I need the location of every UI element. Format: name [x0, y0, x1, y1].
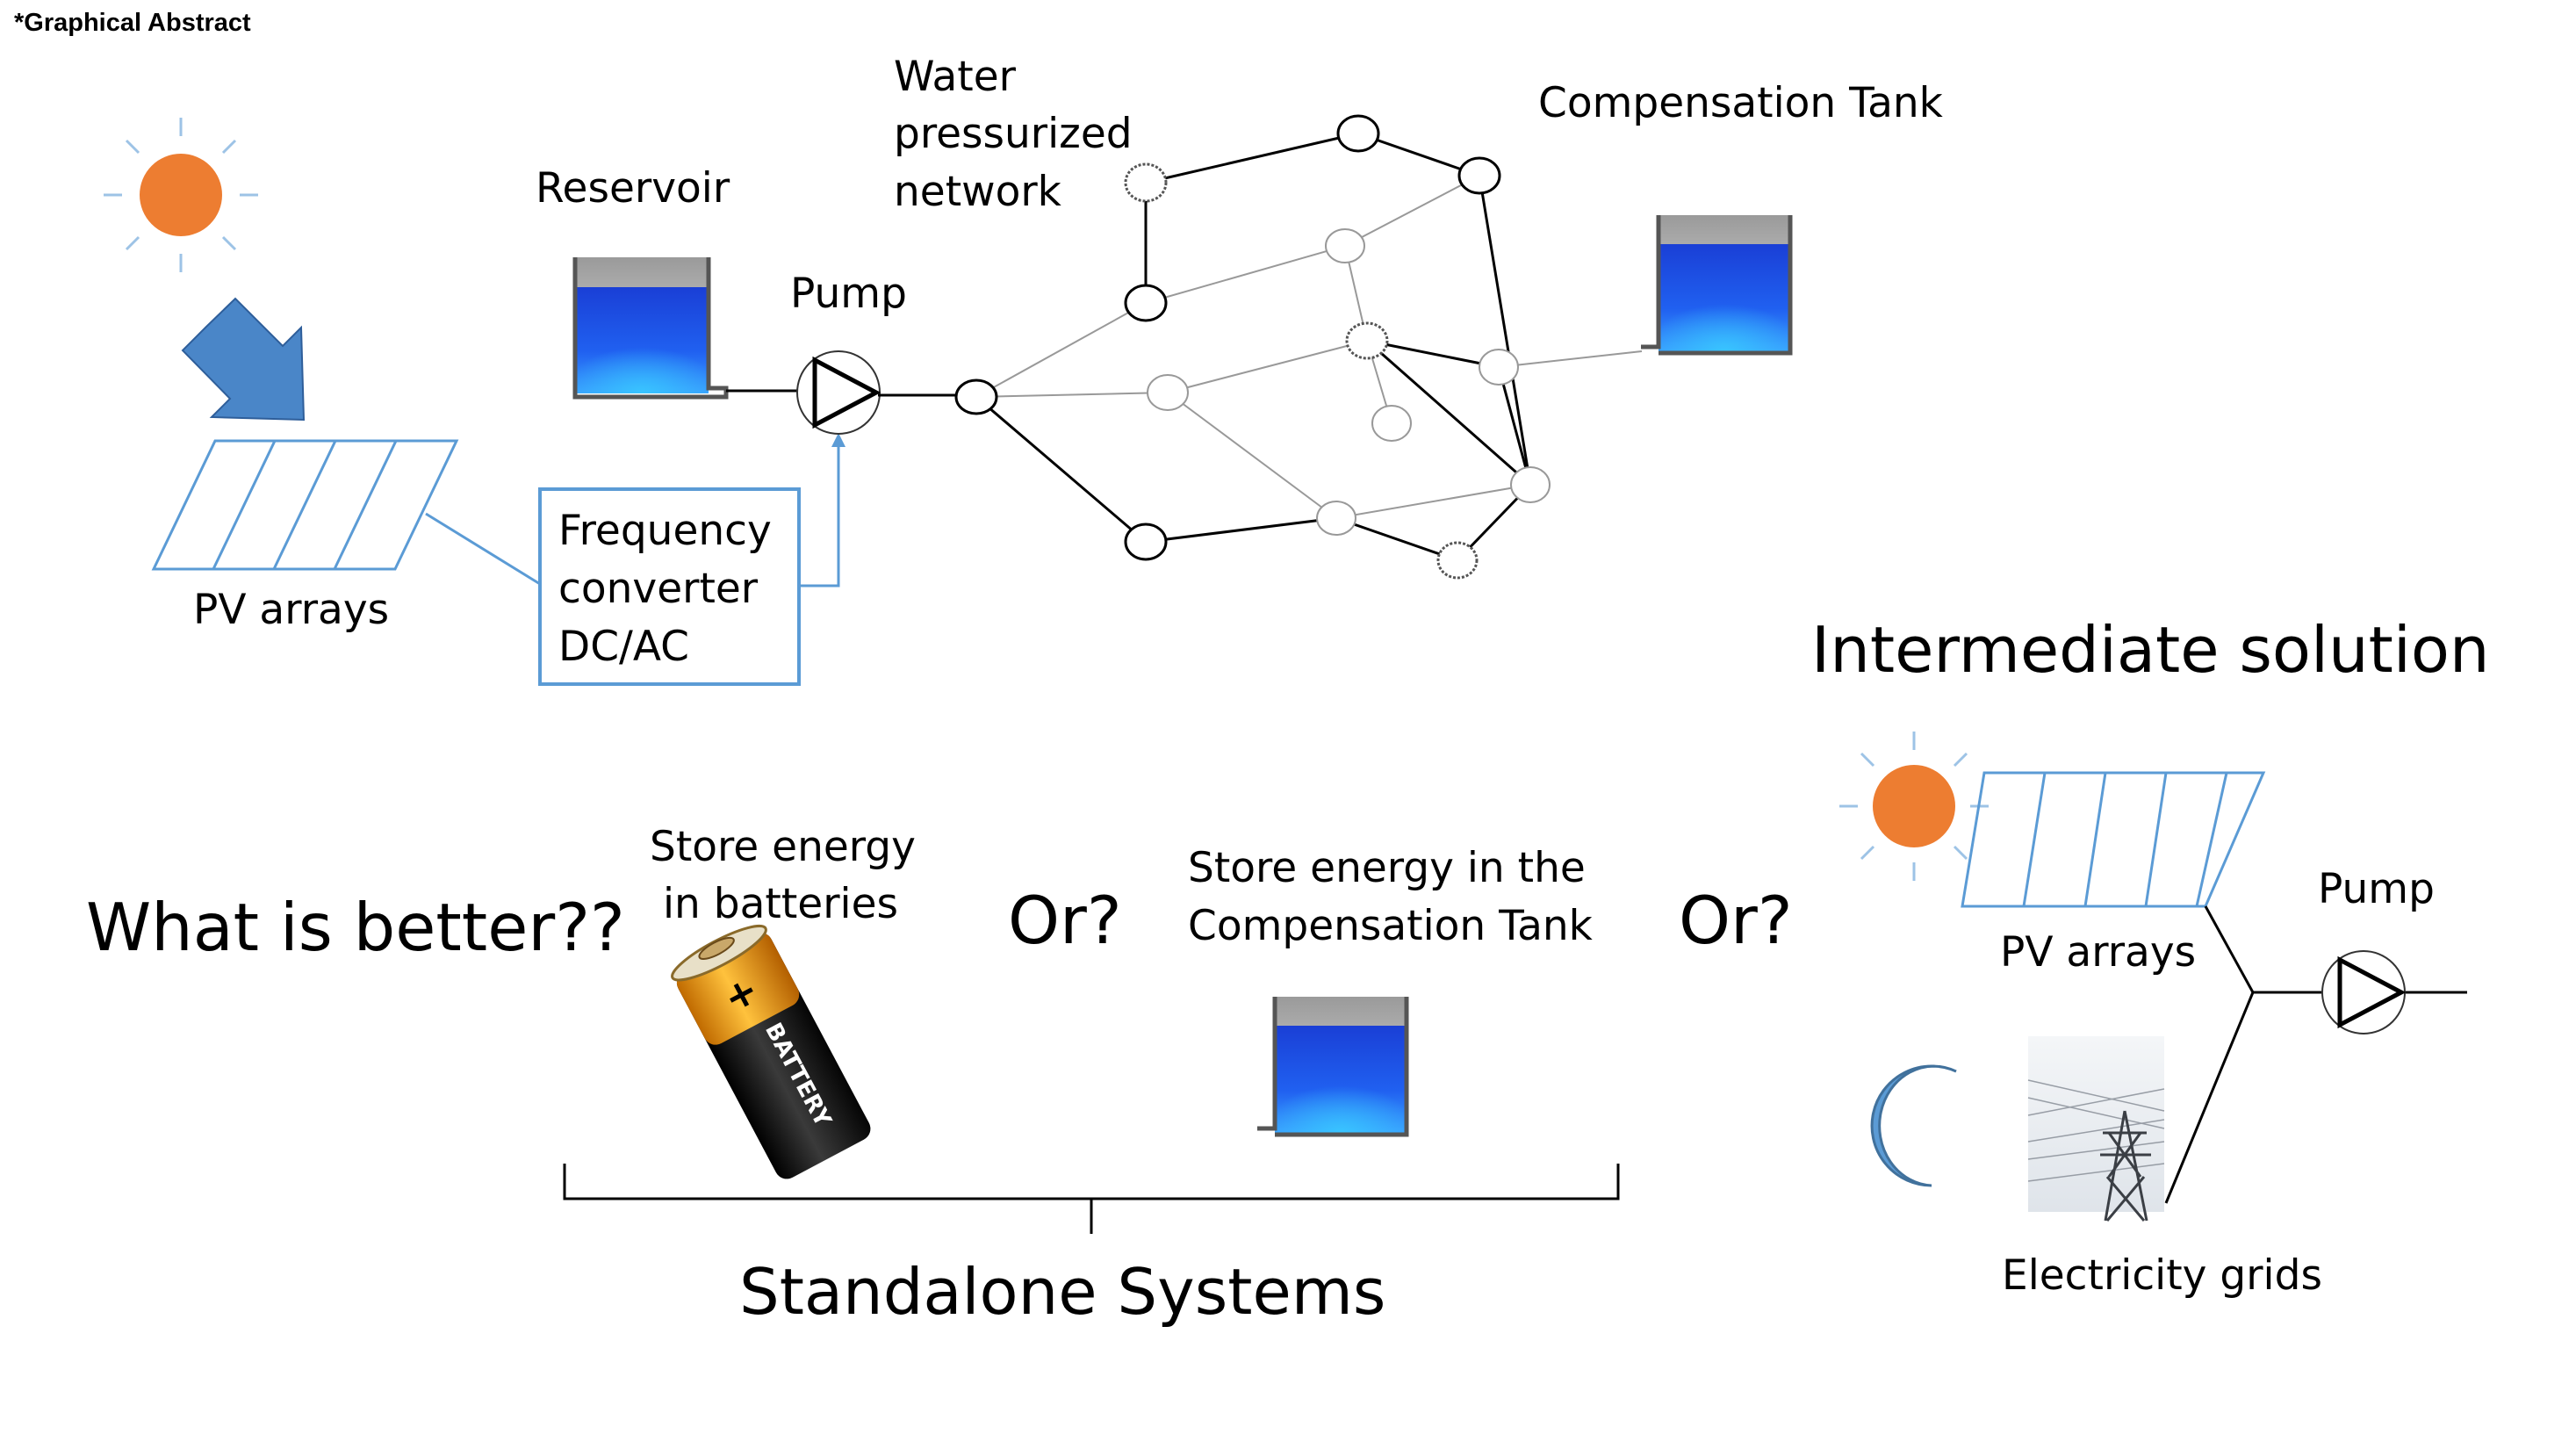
converter-line-2: converter	[558, 565, 759, 613]
electricity-grids-label: Electricity grids	[2002, 1251, 2322, 1300]
network-label-2: pressurized	[894, 110, 1133, 158]
battery-icon: + BATTERY	[671, 924, 871, 1179]
pv-array-icon	[1961, 771, 2266, 908]
converter-line-1: Frequency	[558, 507, 772, 555]
pump-icon	[796, 350, 881, 435]
compensation-tank-icon	[1257, 997, 1409, 1137]
converter-pump-arrowhead	[831, 433, 845, 447]
arrow-icon	[181, 297, 306, 422]
moon-icon	[1870, 1064, 1957, 1187]
store-batteries-line-1: Store energy	[650, 823, 916, 871]
frequency-converter-box	[538, 487, 801, 686]
pump-icon	[2321, 950, 2407, 1034]
store-batteries-line-2: in batteries	[663, 880, 898, 928]
pv-arrays-label: PV arrays	[193, 586, 389, 634]
pv-array-icon	[151, 439, 459, 571]
question-text: What is better??	[86, 889, 625, 966]
store-tank-line-1: Store energy in the	[1188, 844, 1586, 892]
standalone-brace	[563, 1164, 1620, 1234]
compensation-tank-icon	[1641, 215, 1793, 356]
reservoir-tank-icon	[572, 257, 729, 400]
pv-converter-link	[425, 512, 541, 586]
pump-right-label: Pump	[2318, 865, 2435, 913]
right-connectors	[2164, 905, 2467, 1204]
sun-icon	[1839, 732, 1989, 881]
network-icon	[954, 114, 1643, 580]
pv-arrays-right-label: PV arrays	[2000, 928, 2196, 977]
reservoir-label: Reservoir	[536, 164, 730, 213]
network-label-3: network	[894, 168, 1062, 216]
or-2: Or?	[1679, 882, 1793, 959]
compensation-tank-label: Compensation Tank	[1538, 79, 1944, 127]
header-label: *Graphical Abstract	[14, 9, 251, 37]
network-label-1: Water	[894, 53, 1017, 101]
electricity-pylon-icon	[2027, 1036, 2165, 1222]
converter-line-3: DC/AC	[558, 623, 689, 671]
store-tank-line-2: Compensation Tank	[1188, 902, 1594, 950]
or-1: Or?	[1008, 882, 1122, 959]
standalone-systems-label: Standalone Systems	[739, 1255, 1385, 1329]
intermediate-solution-title: Intermediate solution	[1811, 613, 2490, 687]
sun-icon	[104, 118, 258, 272]
pump-top-label: Pump	[790, 270, 907, 318]
converter-pump-link	[799, 441, 840, 588]
